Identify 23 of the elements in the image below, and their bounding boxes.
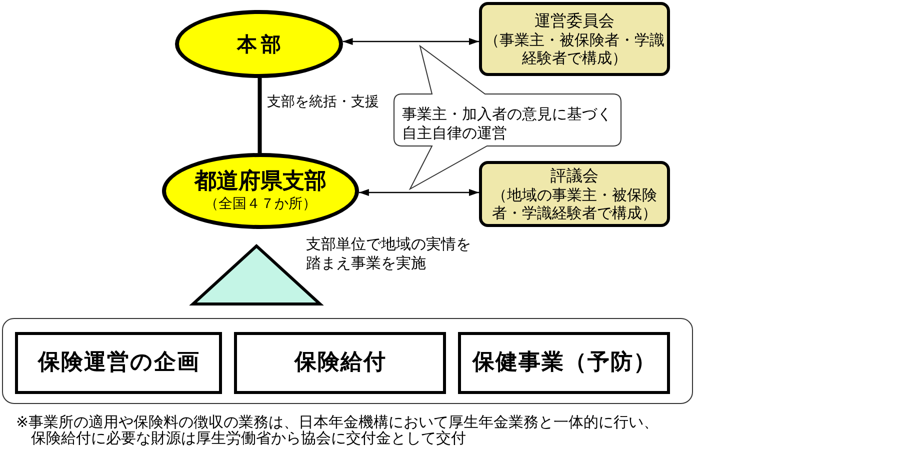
info-box	[479, 2, 670, 76]
double-arrow	[358, 189, 479, 196]
heading-text: 評議会	[550, 166, 598, 186]
edge-label: 支部を統括・支援	[266, 93, 380, 111]
function-box	[234, 332, 446, 394]
node-title: 都道府県支部	[194, 169, 326, 195]
footnote-text: ※事業所の適用や保険料の徴収の業務は、日本年金機構において厚生年金業務と一体的に行い、保険給付に必要な財源は厚生労働省から協会に交付金として交付	[16, 414, 660, 446]
node-title: 本部	[236, 32, 285, 56]
function-label: 保険給付	[294, 350, 386, 376]
function-label: 保険運営の企画	[37, 350, 200, 376]
description-text: （地域の事業主・被保険者・学識経験者で構成）	[491, 186, 658, 222]
double-arrow	[342, 38, 479, 45]
function-box	[15, 332, 222, 394]
description-text: （事業主・被保険者・学識経験者で構成）	[484, 31, 666, 67]
connector-line	[258, 78, 262, 153]
callout-text: 事業主・加入者の意見に基づく自主自律の運営	[402, 105, 613, 143]
heading-text: 運営委員会	[534, 11, 614, 31]
node-subtitle: （全国４７か所）	[204, 195, 316, 213]
function-label: 保健事業（予防）	[472, 350, 656, 376]
function-box	[458, 332, 670, 394]
group-frame	[2, 318, 693, 404]
info-box	[479, 161, 670, 227]
annotation-text: 支部単位で地域の実情を踏まえ事業を実施	[306, 235, 472, 273]
